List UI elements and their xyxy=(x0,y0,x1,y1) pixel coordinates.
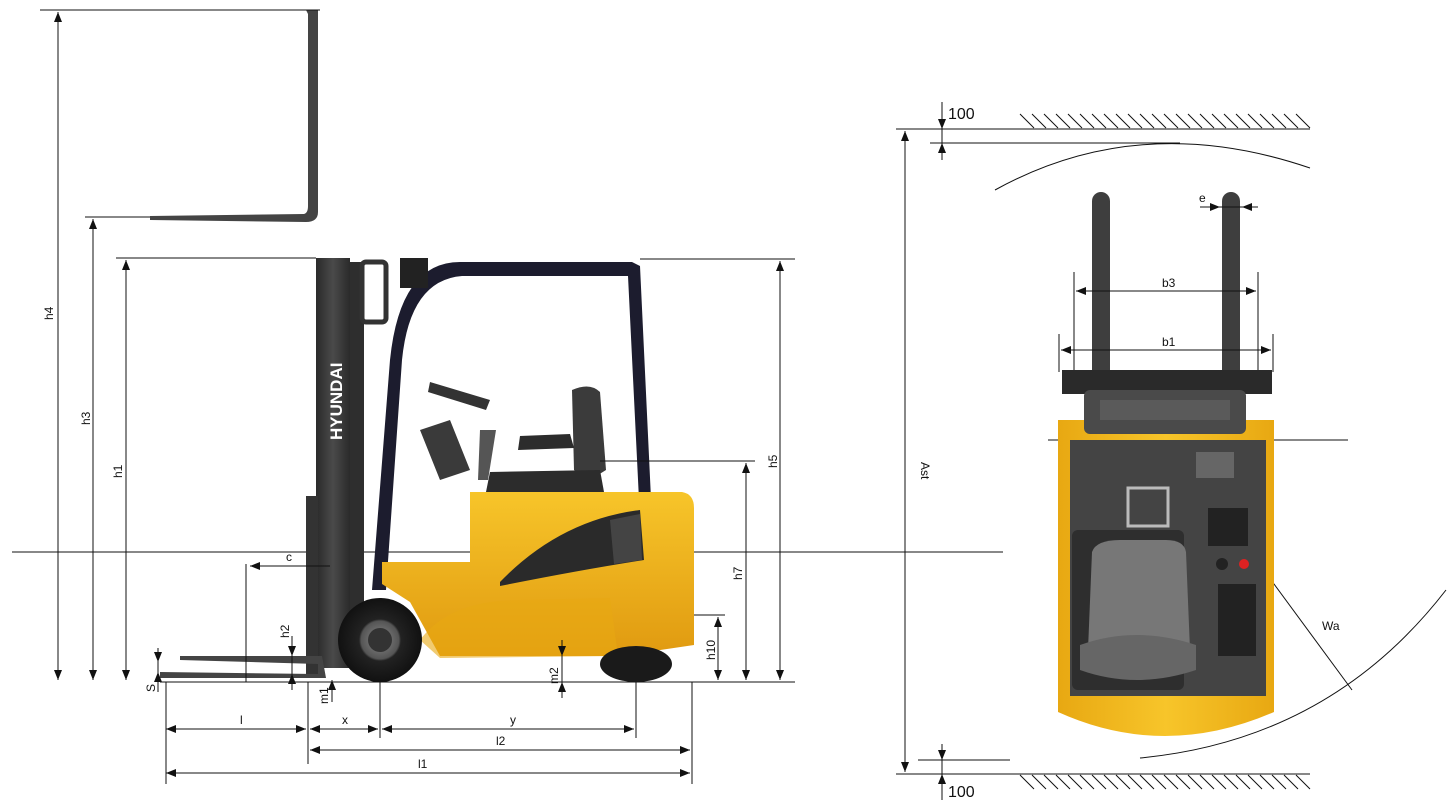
side-view: HYUNDAI xyxy=(12,9,1003,784)
rear-wheel xyxy=(600,646,672,682)
dim-h5: h5 xyxy=(640,258,795,680)
dim-l1: l1 xyxy=(166,757,690,777)
dim-h10: h10 xyxy=(694,614,725,680)
dim-c: c xyxy=(245,550,330,682)
h10-label: h10 xyxy=(704,640,718,660)
h1-label: h1 xyxy=(111,464,125,478)
b3-label: b3 xyxy=(1162,276,1176,290)
brand-logo: HYUNDAI xyxy=(327,363,346,440)
l2-label: l2 xyxy=(496,734,506,748)
dim-e: e xyxy=(1199,191,1258,211)
dim-y: y xyxy=(382,682,637,738)
h7-label: h7 xyxy=(731,566,745,580)
truck-top xyxy=(1058,420,1274,736)
dim-h3: h3 xyxy=(79,219,97,680)
dim-m1: m1 xyxy=(317,680,336,704)
dim-h7: h7 xyxy=(600,460,755,680)
h3-label: h3 xyxy=(79,411,93,425)
raised-fork xyxy=(150,10,318,222)
dim-m2: m2 xyxy=(547,640,566,698)
dim-h4: h4 xyxy=(42,12,62,680)
mast: HYUNDAI xyxy=(306,258,389,676)
l1-label: l1 xyxy=(418,757,428,771)
bottom-wall xyxy=(1019,773,1311,790)
m1-label: m1 xyxy=(317,687,331,704)
e-label: e xyxy=(1199,191,1206,205)
s-label: S xyxy=(144,684,158,692)
dim-s: S xyxy=(144,648,162,692)
dim-x: x xyxy=(310,682,381,738)
dim-l2: l2 xyxy=(310,682,693,784)
dim-h1: h1 xyxy=(111,257,316,680)
m2-label: m2 xyxy=(547,667,561,684)
front-wheel xyxy=(338,598,422,682)
truck-body xyxy=(382,492,694,658)
dim-b1: b1 xyxy=(1058,334,1274,372)
h4-label: h4 xyxy=(42,306,56,320)
wa-label: Wa xyxy=(1322,619,1340,633)
dim-h2: h2 xyxy=(278,624,296,690)
h2-label: h2 xyxy=(278,624,292,638)
clearance-top-label: 100 xyxy=(948,106,975,123)
forks-top xyxy=(1062,192,1272,434)
dim-ast: Ast xyxy=(901,131,932,772)
ast-label: Ast xyxy=(918,462,932,480)
clearance-bottom-label: 100 xyxy=(948,784,975,801)
c-label: c xyxy=(286,550,292,564)
h5-label: h5 xyxy=(766,454,780,468)
seat-and-steering xyxy=(420,382,606,492)
top-wall xyxy=(1019,113,1311,130)
l-label: l xyxy=(240,713,243,727)
overhead-guard xyxy=(372,258,652,590)
x-label: x xyxy=(342,713,348,727)
y-label: y xyxy=(510,713,516,727)
dim-l: l xyxy=(165,682,309,784)
lowered-fork xyxy=(160,656,326,678)
top-view: 100 100 Ast xyxy=(896,102,1447,801)
dim-b3: b3 xyxy=(1073,272,1259,370)
b1-label: b1 xyxy=(1162,335,1176,349)
